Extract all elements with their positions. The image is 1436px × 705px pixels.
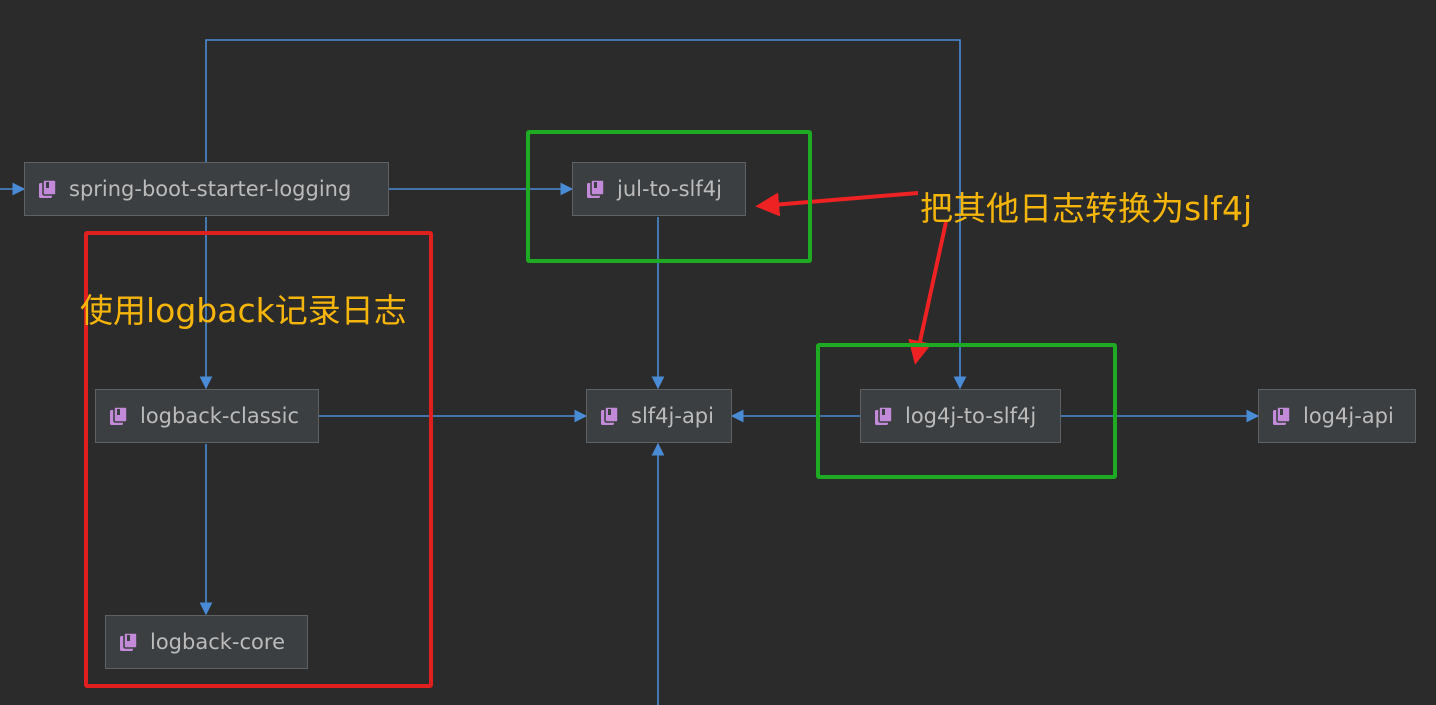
node-label: jul-to-slf4j <box>617 177 722 201</box>
log4j-highlight-box <box>816 343 1117 479</box>
node-log4j-to-slf4j[interactable]: log4j-to-slf4j <box>860 389 1061 443</box>
node-logback-core[interactable]: logback-core <box>105 615 308 669</box>
node-jul-to-slf4j[interactable]: jul-to-slf4j <box>572 162 746 216</box>
node-label: log4j-to-slf4j <box>905 404 1037 428</box>
library-icon <box>110 406 128 425</box>
node-spring-boot-starter-logging[interactable]: spring-boot-starter-logging <box>24 162 389 216</box>
jul-highlight-box <box>526 130 812 263</box>
library-icon <box>39 179 57 198</box>
node-label: slf4j-api <box>631 404 714 428</box>
annotation-arrow-to-jul <box>755 191 919 217</box>
node-label: logback-classic <box>140 404 300 428</box>
bridge-annotation-label: 把其他日志转换为slf4j <box>920 189 1253 228</box>
node-log4j-api[interactable]: log4j-api <box>1258 389 1416 443</box>
node-label: logback-core <box>150 630 285 654</box>
logback-annotation-label: 使用logback记录日志 <box>80 291 407 330</box>
library-icon <box>120 632 138 651</box>
library-icon <box>875 406 893 425</box>
node-label: log4j-api <box>1303 404 1394 428</box>
edge-starter-to-log4j-to-slf4j <box>205 39 967 390</box>
library-icon <box>601 406 619 425</box>
library-icon <box>1273 406 1291 425</box>
library-icon <box>587 179 605 198</box>
node-logback-classic[interactable]: logback-classic <box>95 389 319 443</box>
node-slf4j-api[interactable]: slf4j-api <box>586 389 732 443</box>
annotation-arrow-to-log4j <box>908 221 948 365</box>
node-label: spring-boot-starter-logging <box>69 177 352 201</box>
logback-highlight-box <box>84 231 433 688</box>
